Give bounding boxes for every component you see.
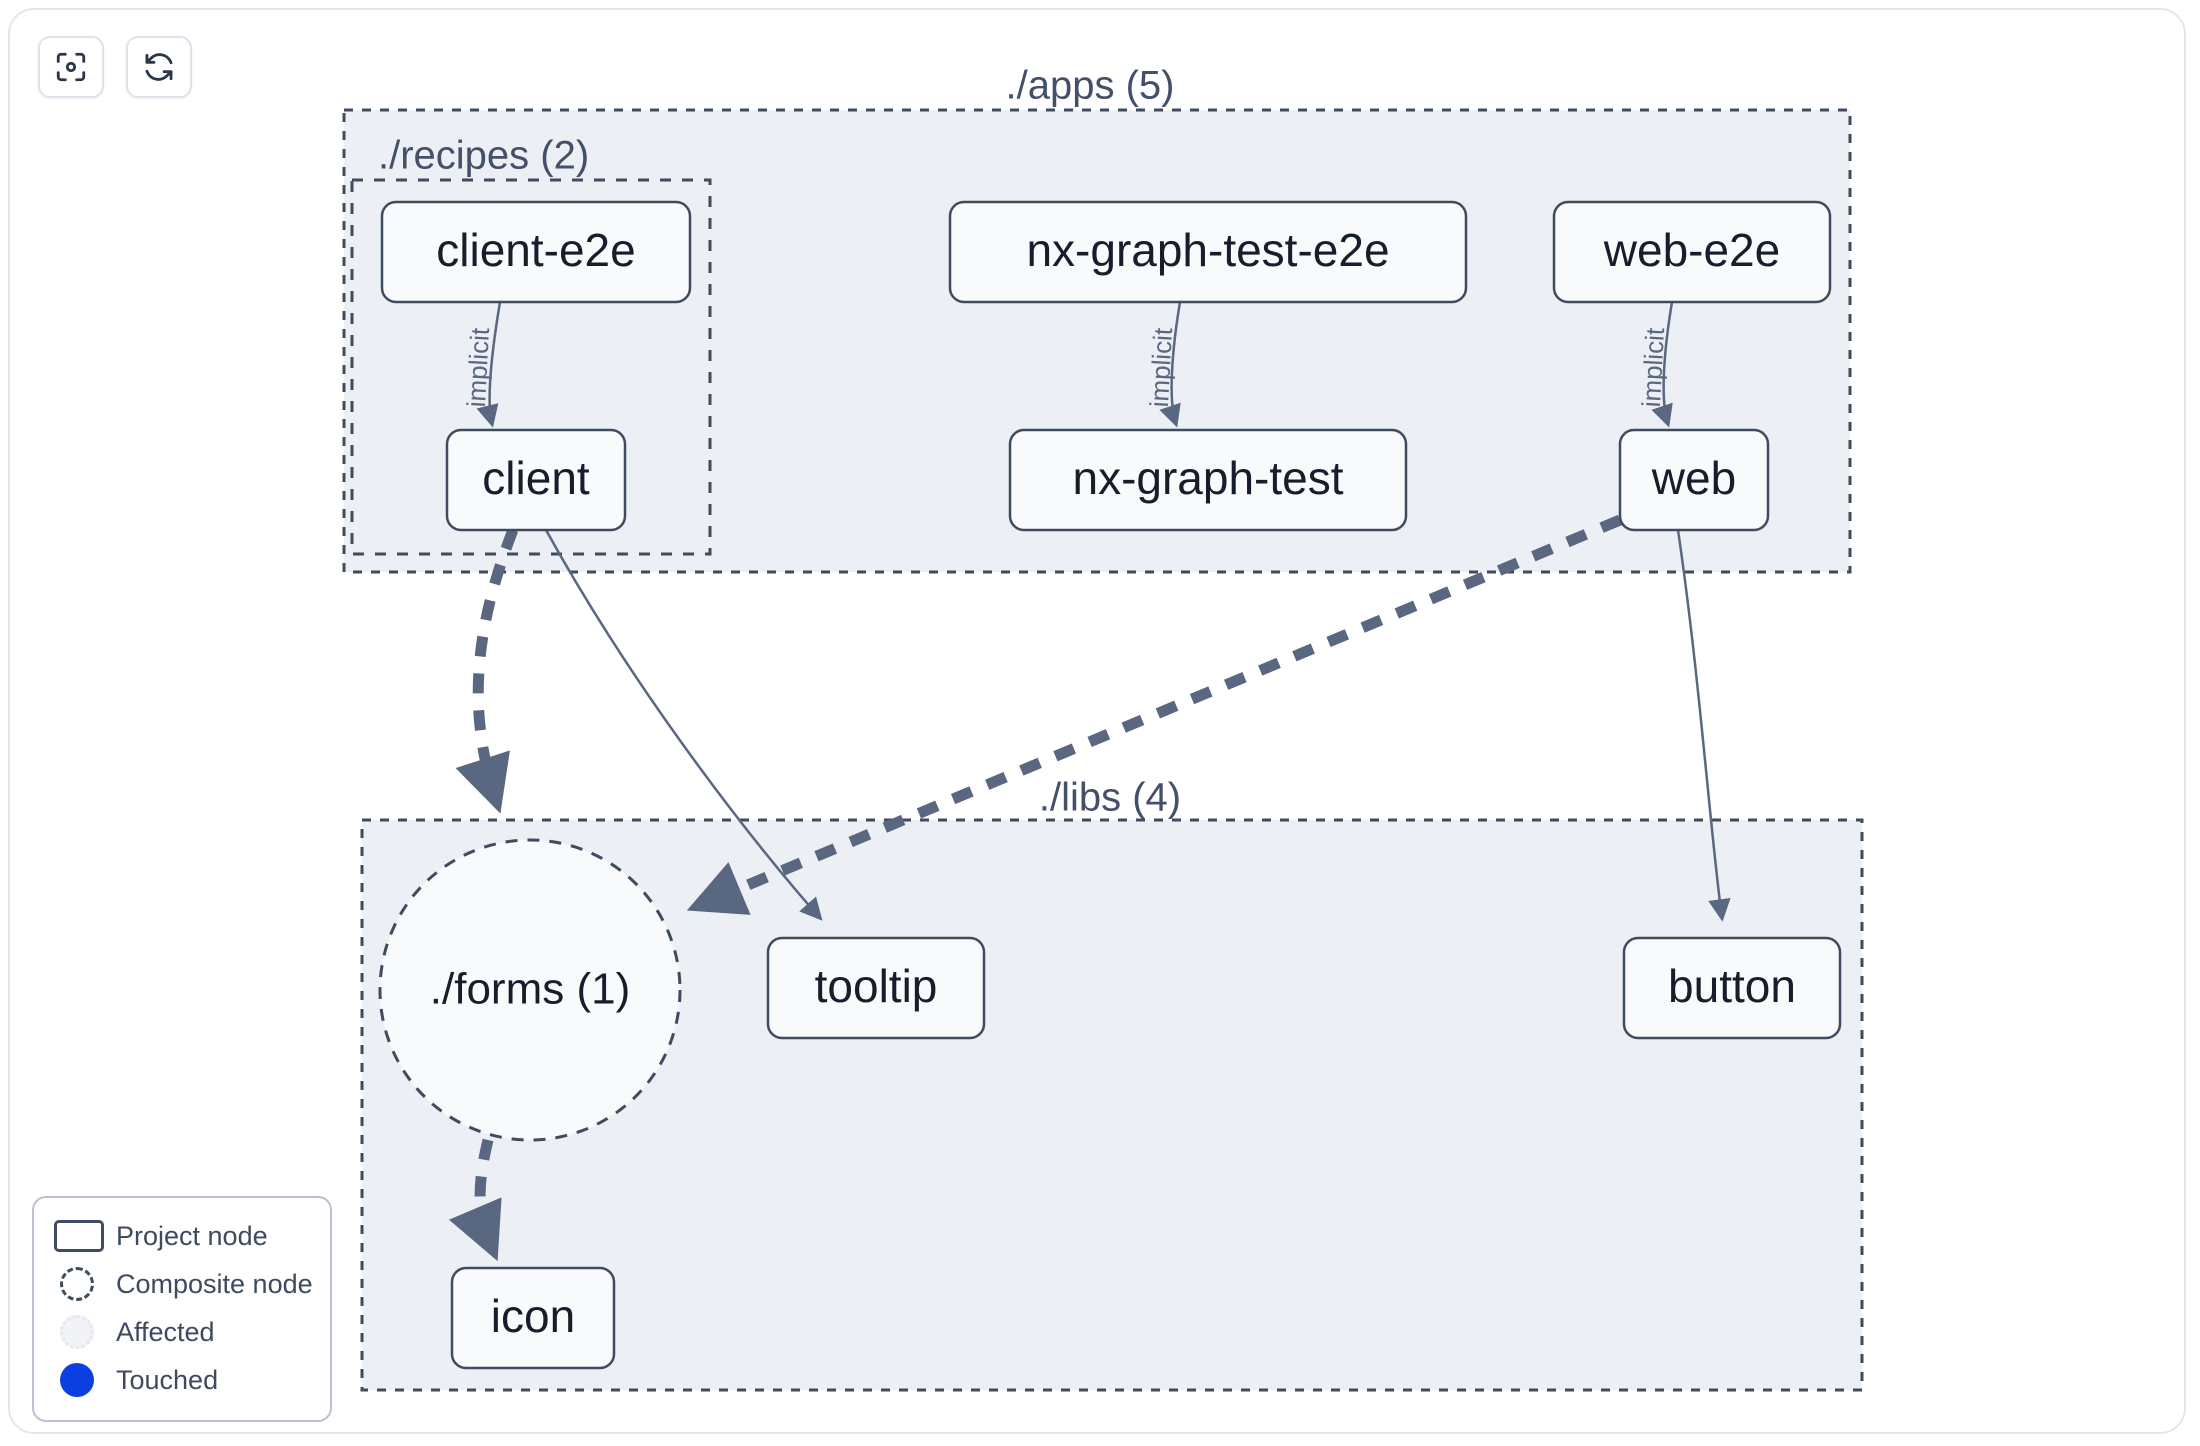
node-rect (445, 428, 627, 532)
node-client[interactable]: client (445, 428, 627, 532)
node-web-e2e[interactable]: web-e2e (1552, 200, 1832, 304)
node-rect (1618, 428, 1770, 532)
legend-item-affected: Affected (54, 1308, 314, 1356)
edge-path (1651, 301, 1674, 428)
node-forms-composite[interactable]: ./forms (1) (378, 838, 682, 1142)
legend-label: Composite node (116, 1268, 313, 1299)
focus-target-icon (54, 50, 88, 84)
edge-path (476, 301, 502, 428)
node-tooltip[interactable]: tooltip (766, 936, 986, 1040)
node-label: web (1651, 452, 1736, 504)
project-node-swatch (54, 1220, 116, 1252)
edge-web-e2e-to-web: implicit (1636, 301, 1674, 428)
legend-label: Touched (116, 1364, 219, 1395)
legend-label: Project node (116, 1220, 268, 1251)
node-client-e2e[interactable]: client-e2e (380, 200, 692, 304)
edge-label-implicit-2: implicit (1144, 326, 1178, 408)
node-button[interactable]: button (1622, 936, 1842, 1040)
legend-item-project-node: Project node (54, 1212, 314, 1260)
edge-web-to-forms (686, 514, 1623, 915)
legend-item-touched: Touched (54, 1356, 314, 1404)
node-label: nx-graph-test (1072, 452, 1343, 504)
edge-nxgraphteste2e-to-nxgraphtest: implicit (1144, 301, 1182, 428)
affected-swatch (54, 1315, 116, 1349)
node-label: nx-graph-test-e2e (1026, 224, 1389, 276)
edge-label-implicit-3: implicit (1636, 326, 1670, 408)
edge-path (455, 527, 519, 814)
edge-web-to-button (1676, 529, 1731, 922)
graph-toolbar (38, 36, 192, 98)
node-rect (380, 200, 692, 304)
edge-client-e2e-to-client: implicit (461, 301, 502, 428)
composite-circle (378, 838, 682, 1142)
edge-path (1676, 529, 1731, 922)
node-rect (1552, 200, 1832, 304)
refresh-icon (142, 50, 176, 84)
refresh-graph-button[interactable] (126, 36, 192, 98)
edge-label-implicit-1: implicit (461, 326, 495, 408)
node-label: tooltip (815, 960, 938, 1012)
edge-path (544, 529, 823, 921)
group-recipes-label: ./recipes (2) (378, 134, 589, 178)
legend-item-composite-node: Composite node (54, 1260, 314, 1308)
node-label: client (482, 452, 590, 504)
edge-path (1159, 301, 1182, 428)
node-rect (948, 200, 1468, 304)
node-label: client-e2e (436, 224, 635, 276)
node-label: web-e2e (1603, 224, 1780, 276)
node-rect (766, 936, 986, 1040)
legend-label: Affected (116, 1316, 215, 1347)
node-label: icon (491, 1290, 575, 1342)
edge-forms-to-icon (448, 1138, 502, 1262)
node-nx-graph-test[interactable]: nx-graph-test (1008, 428, 1408, 532)
edge-path (686, 514, 1623, 915)
focus-graph-button[interactable] (38, 36, 104, 98)
node-rect (1008, 428, 1408, 532)
node-label: ./forms (1) (430, 965, 630, 1014)
group-libs-label: ./libs (4) (1039, 776, 1181, 820)
edge-client-to-forms (455, 527, 519, 814)
node-rect (1622, 936, 1842, 1040)
composite-node-swatch (54, 1267, 116, 1301)
node-web[interactable]: web (1618, 428, 1770, 532)
touched-swatch (54, 1363, 116, 1397)
node-icon[interactable]: icon (450, 1266, 616, 1370)
edge-path (448, 1138, 502, 1262)
edge-client-to-tooltip (544, 529, 823, 921)
node-label: button (1668, 960, 1796, 1012)
node-rect (450, 1266, 616, 1370)
group-apps-label: ./apps (5) (1006, 64, 1175, 108)
graph-legend: Project node Composite node Affected Tou… (32, 1196, 332, 1422)
node-nx-graph-test-e2e[interactable]: nx-graph-test-e2e (948, 200, 1468, 304)
